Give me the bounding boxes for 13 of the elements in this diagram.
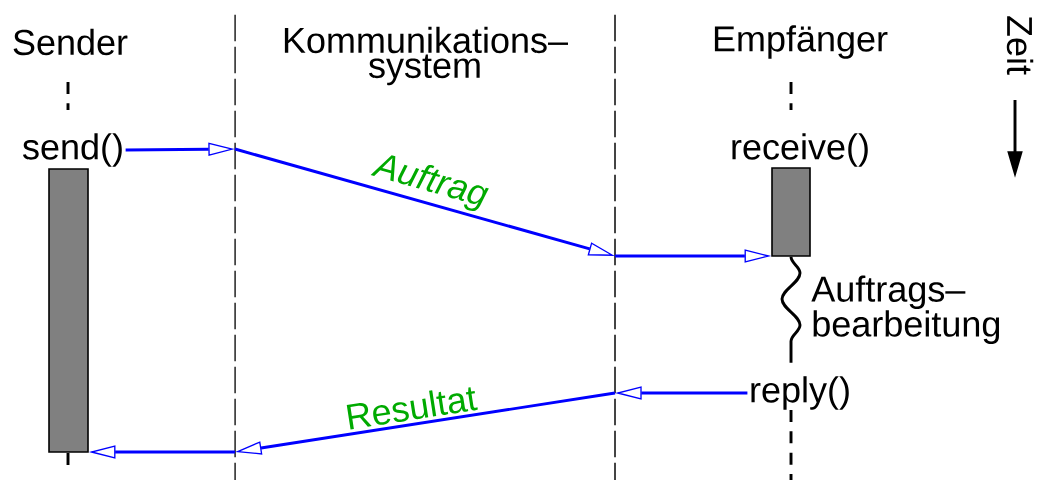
method-label: receive() — [732, 133, 868, 167]
method-label: reply() — [751, 376, 849, 410]
activation-bar — [48, 168, 89, 453]
axis-label: Zeit — [1006, 16, 1034, 75]
activation-bar — [771, 167, 811, 257]
edge-label: Auftrag — [370, 155, 489, 212]
column-heading: Empfänger — [714, 25, 888, 59]
edge-label: Resultat — [346, 387, 478, 430]
method-label: send() — [23, 133, 122, 167]
column-heading: Sender — [13, 28, 128, 56]
edge-label: Auftrags– bearbeitung — [811, 275, 1000, 344]
column-heading: Kommunikations– system — [284, 26, 568, 86]
wavy-line — [780, 256, 802, 363]
